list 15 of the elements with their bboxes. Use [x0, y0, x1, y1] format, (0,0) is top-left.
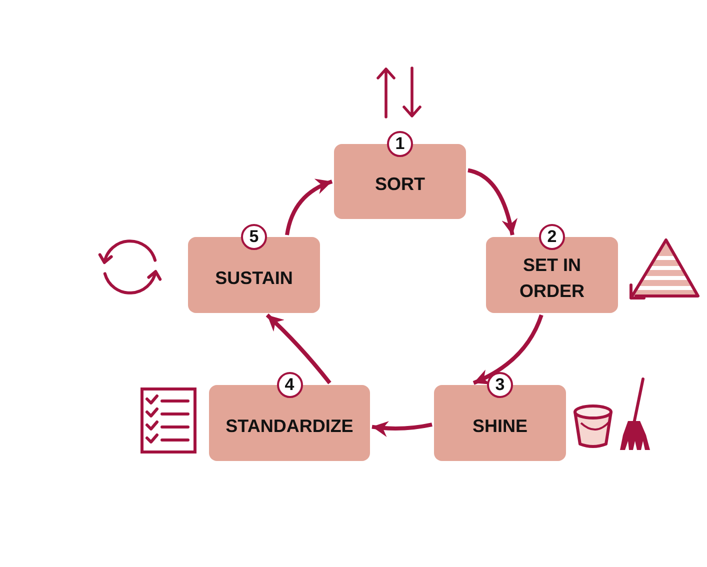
step-number-badge: 1 — [387, 131, 413, 157]
arrow — [372, 420, 432, 437]
step-label: SORT — [374, 173, 425, 196]
step-number-badge: 3 — [487, 372, 513, 398]
step-label: SHINE — [472, 414, 528, 438]
step-label: SUSTAIN — [215, 266, 293, 290]
step-label: SET IN ORDER — [518, 254, 586, 303]
step-label: STANDARDIZE — [226, 414, 354, 438]
arrow — [285, 179, 333, 236]
step-number-badge: 2 — [539, 224, 565, 250]
arrow — [468, 168, 518, 236]
step-number-badge: 4 — [276, 372, 302, 398]
arrow — [472, 314, 544, 385]
step-number-badge: 5 — [241, 224, 267, 250]
arrow — [266, 314, 332, 384]
